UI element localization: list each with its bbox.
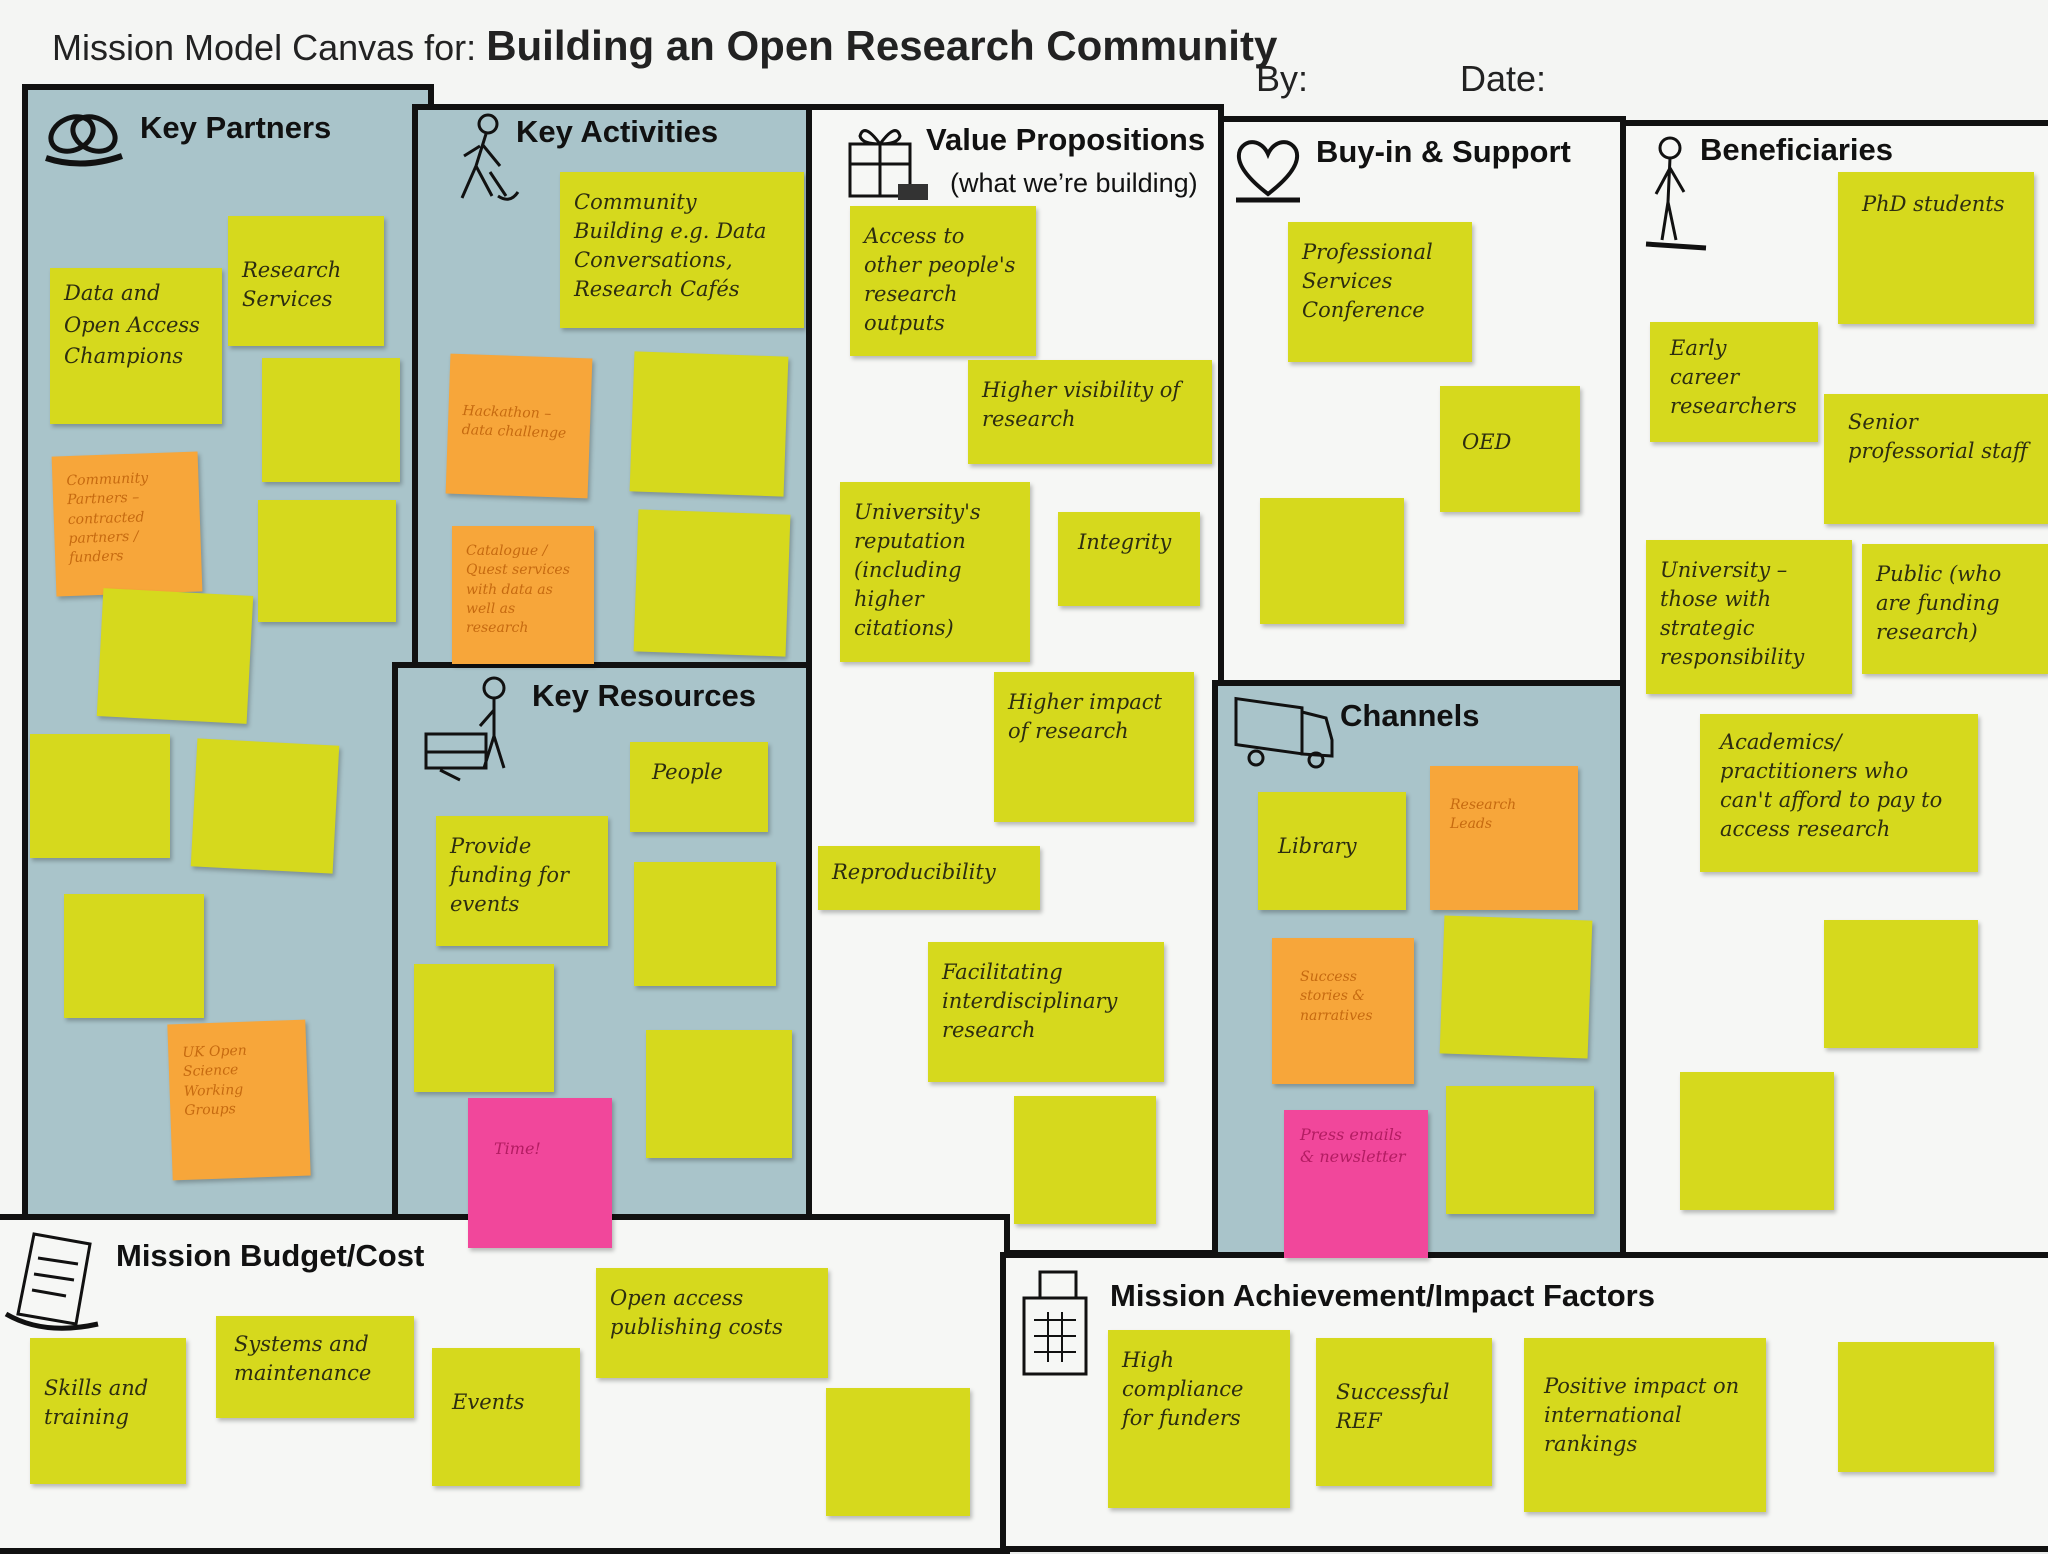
- sticky-note: [1014, 1096, 1156, 1224]
- sticky-note-senior: Senior professorial staff: [1824, 394, 2048, 524]
- sticky-note-skills-training: Skills and training: [30, 1338, 186, 1484]
- sticky-note-university-reputation: University's reputation (including highe…: [840, 482, 1030, 662]
- sticky-note: [96, 588, 254, 724]
- sticky-note-time: Time!: [468, 1098, 612, 1248]
- sticky-note-access-outputs: Access to other people's research output…: [850, 206, 1036, 356]
- sticky-note-events: Events: [432, 1348, 580, 1486]
- sticky-note-university: University – those with strategic respon…: [1646, 540, 1852, 694]
- sticky-note-provide-funding: Provide funding for events: [436, 816, 608, 946]
- sticky-note-higher-impact: Higher impact of research: [994, 672, 1194, 822]
- sticky-note: [629, 351, 789, 497]
- sticky-note: [1260, 498, 1404, 624]
- sticky-note: [262, 358, 400, 482]
- sticky-note-academics: Academics/ practitioners who can't affor…: [1700, 714, 1978, 872]
- sticky-note: [633, 509, 791, 657]
- beneficiaries-heading: Beneficiaries: [1700, 132, 1893, 167]
- sticky-note-public: Public (who are funding research): [1862, 544, 2048, 674]
- sticky-note: [1446, 1086, 1594, 1214]
- sticky-note: [258, 500, 396, 622]
- heart-icon: [1236, 140, 1300, 203]
- sticky-note-data-champions: Data and Open Access Champions: [50, 268, 222, 424]
- sticky-note-research-leads: Research Leads: [1430, 766, 1578, 910]
- sticky-note-library: Library: [1258, 792, 1406, 910]
- sticky-note-integrity: Integrity: [1058, 512, 1200, 606]
- sticky-note-high-compliance: High compliance for funders: [1108, 1330, 1290, 1508]
- channels-heading: Channels: [1340, 698, 1480, 733]
- sticky-note-press-emails: Press emails & newsletter: [1284, 1110, 1428, 1258]
- sticky-note-catalogue-services: Catalogue / Quest services with data as …: [452, 526, 594, 664]
- project-title: Building an Open Research Community: [486, 22, 1278, 69]
- sticky-note: [414, 964, 554, 1092]
- sticky-note-positive-impact: Positive impact on international ranking…: [1524, 1338, 1766, 1512]
- sticky-note: [1680, 1072, 1834, 1210]
- date-label: Date:: [1460, 58, 1547, 99]
- sticky-note: [646, 1030, 792, 1158]
- key-partners-heading: Key Partners: [140, 110, 332, 145]
- title-prefix: Mission Model Canvas for:: [52, 27, 477, 68]
- mission-budget-heading: Mission Budget/Cost: [116, 1238, 425, 1273]
- canvas-title: Mission Model Canvas for: Building an Op…: [52, 22, 1277, 70]
- gift-box-icon: [848, 129, 928, 200]
- link-rings-icon: [45, 114, 123, 167]
- sticky-note: [190, 738, 340, 874]
- sticky-note-research-services: Research Services: [228, 216, 384, 346]
- sticky-note-interdisciplinary: Facilitating interdisciplinary research: [928, 942, 1164, 1082]
- sticky-note-uk-open-science: UK Open Science Working Groups: [167, 1019, 311, 1181]
- value-propositions-heading: Value Propositions: [926, 122, 1206, 157]
- sticky-note-successful-ref: Successful REF: [1316, 1338, 1492, 1486]
- sticky-note: [1838, 1342, 1994, 1472]
- sticky-note-community-building: Community Building e.g. Data Conversatio…: [560, 172, 804, 328]
- document-icon: [4, 1232, 99, 1331]
- sticky-note-early-career: Early career researchers: [1650, 322, 1818, 442]
- sticky-note-higher-visibility: Higher visibility of research: [968, 360, 1212, 464]
- digging-person-icon: [460, 113, 520, 201]
- sticky-note-people: People: [630, 742, 768, 832]
- sticky-note-phd: PhD students: [1838, 172, 2034, 324]
- sticky-note: [1439, 915, 1593, 1059]
- sticky-note: [634, 862, 776, 986]
- truck-icon: [1234, 696, 1334, 769]
- sticky-note-systems-maintenance: Systems and maintenance: [216, 1316, 414, 1418]
- sticky-note-open-access-costs: Open access publishing costs: [596, 1268, 828, 1378]
- sticky-note: [826, 1388, 970, 1516]
- sticky-note-community-partners: Community Partners – contracted partners…: [51, 451, 203, 597]
- buy-in-support-heading: Buy-in & Support: [1316, 134, 1571, 169]
- sticky-note: [30, 734, 170, 858]
- loading-person-icon: [424, 676, 506, 782]
- sticky-note-reproducibility: Reproducibility: [818, 846, 1040, 910]
- key-resources-heading: Key Resources: [532, 678, 757, 713]
- sticky-note-professional-services: Professional Services Conference: [1288, 222, 1472, 362]
- key-activities-heading: Key Activities: [516, 114, 719, 149]
- sticky-note: [64, 894, 204, 1018]
- sticky-note-hackathon: Hackathon – data challenge: [445, 353, 593, 499]
- value-propositions-subtitle: (what we’re building): [950, 168, 1198, 198]
- person-icon: [1645, 136, 1707, 251]
- sticky-note: [1824, 920, 1978, 1048]
- mission-achievement-heading: Mission Achievement/Impact Factors: [1110, 1278, 1655, 1313]
- sticky-note-oed: OED: [1440, 386, 1580, 512]
- by-label: By:: [1256, 58, 1309, 99]
- sticky-note-success-stories: Success stories & narratives: [1272, 938, 1414, 1084]
- cash-register-icon: [1022, 1270, 1088, 1376]
